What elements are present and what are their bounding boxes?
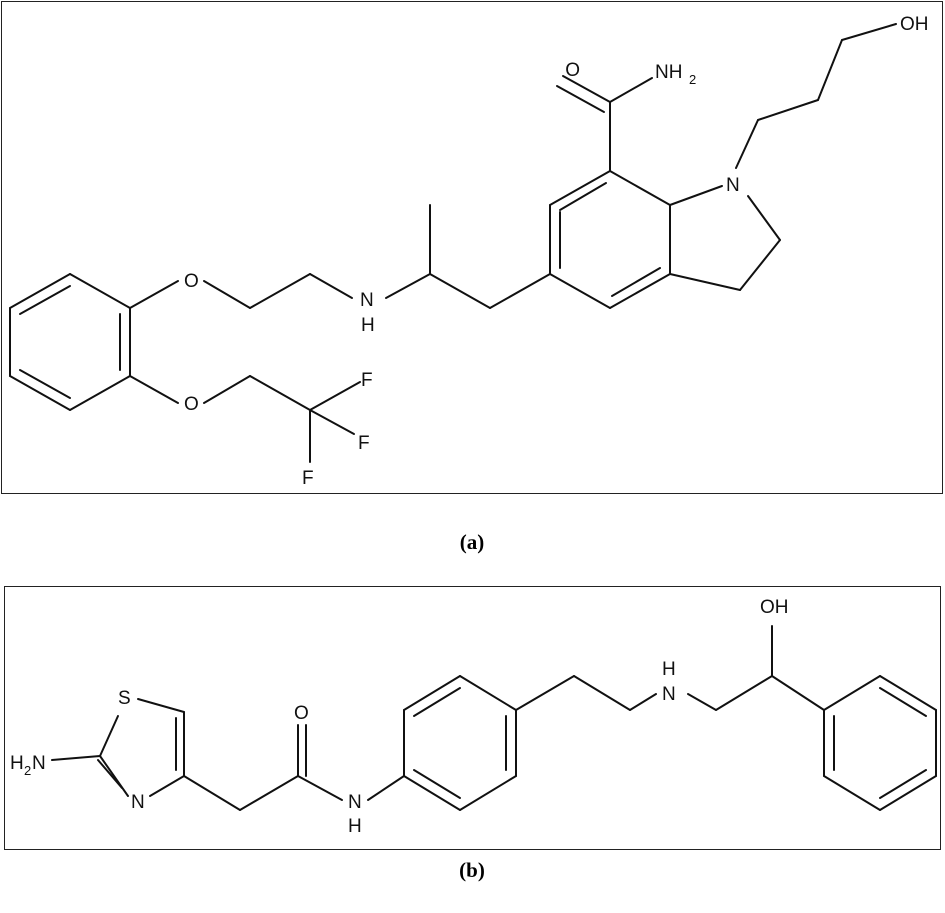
hydroxyl-label: OH: [760, 597, 789, 618]
fluorine-3-label: F: [302, 468, 314, 489]
caption-b: (b): [459, 858, 485, 882]
thiazole-nitrogen-label: N: [131, 792, 145, 813]
amine-hydrogen-label: H: [361, 315, 375, 336]
carbonyl-oxygen-label: O: [294, 703, 309, 724]
structure-a-frame: [1, 1, 943, 494]
structure-b-frame: [4, 586, 941, 850]
fluorine-2-label: F: [358, 433, 370, 454]
amino-hydrogen-label: H: [10, 753, 24, 774]
caption-a: (a): [459, 530, 485, 554]
amine-nitrogen-label: N: [360, 290, 374, 311]
hydroxyl-label: OH: [900, 14, 929, 35]
amino-nitrogen-label: N: [32, 753, 46, 774]
amide-nh-label: NH: [655, 62, 682, 83]
amide-hydrogen-label: H: [348, 816, 362, 837]
amide-subscript-label: 2: [689, 72, 696, 87]
fluorine-1-label: F: [361, 370, 373, 391]
thiazole-sulfur-label: S: [118, 688, 131, 709]
amine-nitrogen-label: N: [662, 684, 676, 705]
amide-nitrogen-label: N: [348, 792, 362, 813]
indoline-nitrogen-label: N: [726, 175, 740, 196]
ether-oxygen-2-label: O: [184, 394, 199, 415]
carbonyl-oxygen-label: O: [565, 60, 580, 81]
amine-hydrogen-label: H: [662, 659, 676, 680]
ether-oxygen-1-label: O: [184, 271, 199, 292]
amino-subscript-label: 2: [24, 763, 31, 778]
